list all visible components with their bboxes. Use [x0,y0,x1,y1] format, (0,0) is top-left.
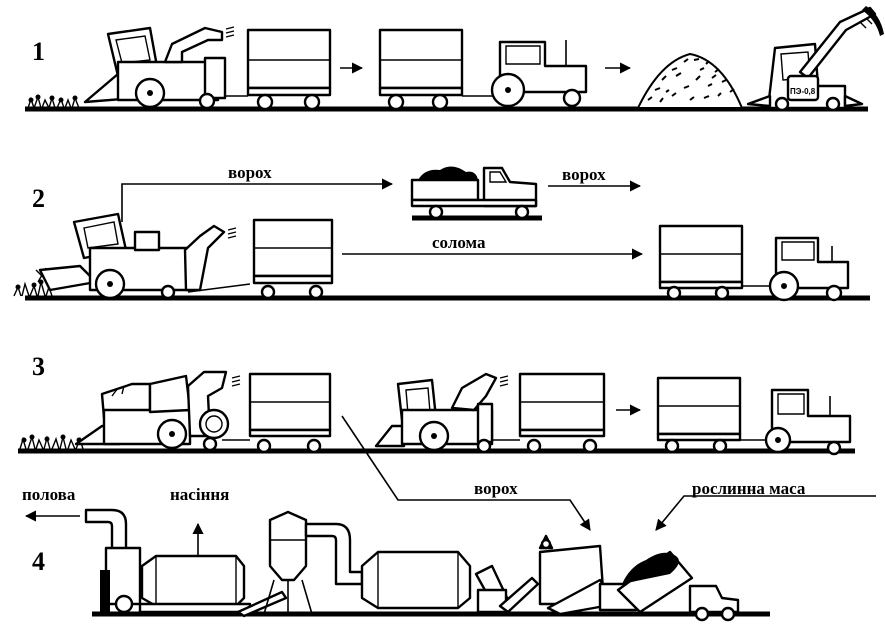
silage-pile [638,54,742,108]
tractor-2 [770,238,848,300]
drum-dryer-right [362,552,470,608]
label-heap-row4: ворох [474,479,518,498]
grain-combine [40,214,250,298]
label-plant-mass: рослинна маса [692,479,806,498]
row-number-2: 2 [32,184,45,213]
trailer-3c [658,378,768,452]
flow-arrow-heap [122,184,392,222]
label-chaff: полова [22,485,76,504]
grain-truck [412,166,536,218]
flow-arrow-plant-mass [656,496,876,530]
tractor-3 [766,390,850,454]
row-number-3: 3 [32,352,45,381]
crop-plants-3 [20,435,83,450]
trailer-3a [250,374,330,452]
loader-badge: ПЭ-0,8 [790,87,816,96]
row-number-1: 1 [32,37,45,66]
loader-machine: ПЭ-0,8 [748,6,884,110]
label-seeds: насіння [170,485,229,504]
tractor-1 [492,40,586,106]
trailer-1b [380,30,496,109]
forage-harvester [85,27,248,108]
label-heap-right: ворох [562,165,606,184]
duct-2 [306,524,362,584]
fan-unit [100,548,140,614]
row-number-4: 4 [32,547,45,576]
forage-harvester-3b [376,374,520,452]
drum-dryer-left [140,556,250,612]
crop-plants [28,95,79,109]
trailer-3b [520,374,604,452]
row-2: ворох ворох солома [14,163,870,300]
label-straw: солома [432,233,486,252]
row-1: ПЭ-0,8 [25,6,884,110]
row-3 [18,372,855,530]
feeder-elevator [476,536,636,614]
chaff-duct [26,510,126,550]
straw-trailer [254,220,332,298]
label-heap-top: ворох [228,163,272,182]
straw-trailer-2 [660,226,772,299]
forage-harvester-3 [76,372,250,450]
trailer-1a [248,30,330,109]
